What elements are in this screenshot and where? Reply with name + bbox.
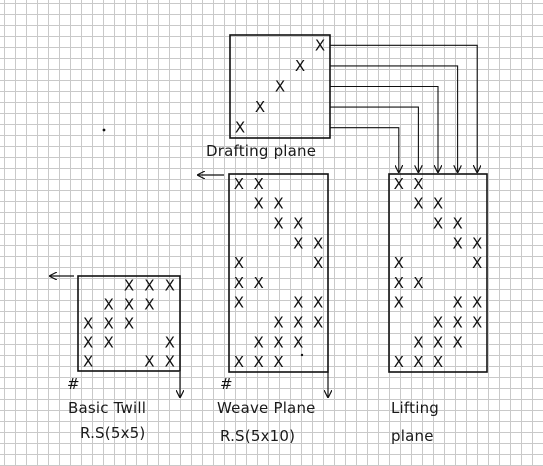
basic-twill-hash-mark: # (67, 375, 80, 393)
weave-plane-cross-mark: X (293, 215, 303, 233)
drafting-plane-label: Drafting plane (206, 142, 317, 160)
weave-plane-cross-mark: X (234, 274, 244, 292)
lifting-plane-cross-mark: X (452, 215, 462, 233)
basic-twill-cross-mark: X (165, 277, 175, 295)
basic-twill-cross-mark: X (103, 334, 113, 352)
drafting-to-lifting-connector (330, 44, 477, 172)
drafting-plane-cross-mark: X (235, 119, 245, 137)
weave-plane-label: Weave Plane (217, 399, 316, 417)
weave-plane-repeat-label: R.S(5x10) (220, 427, 296, 445)
weave-plane-frame (228, 173, 329, 373)
basic-twill-cross-mark: X (144, 353, 154, 371)
weave-plane-cross-mark: X (293, 333, 303, 351)
drafting-to-lifting-connector (330, 106, 418, 172)
basic-twill-cross-mark: X (83, 334, 93, 352)
stray-dot (300, 353, 304, 357)
basic-twill-label: Basic Twill (68, 399, 147, 417)
lifting-plane-cross-mark: X (413, 333, 423, 351)
weave-plane-cross-mark: X (234, 294, 244, 312)
weave-plane-cross-mark: X (293, 234, 303, 252)
basic-twill-repeat-label: R.S(5x5) (80, 424, 146, 442)
basic-twill-cross-mark: X (103, 296, 113, 314)
basic-twill-cross-mark: X (124, 296, 134, 314)
weave-plane-cross-mark: X (293, 294, 303, 312)
drafting-plane-cross-mark: X (275, 78, 285, 96)
lifting-plane-cross-mark: X (394, 175, 404, 193)
lifting-plane-label-line1: Lifting (391, 399, 440, 417)
weave-plane-cross-mark: X (234, 175, 244, 193)
lifting-plane-cross-mark: X (394, 274, 404, 292)
weave-plane-cross-mark: X (273, 215, 283, 233)
basic-twill-frame (77, 275, 181, 372)
weave-plane-cross-mark: X (313, 234, 323, 252)
lifting-plane-frame (388, 173, 488, 373)
weave-plane-cross-mark: X (254, 353, 264, 371)
basic-twill-cross-mark: X (165, 334, 175, 352)
lifting-plane-cross-mark: X (472, 294, 482, 312)
lifting-plane-cross-mark: X (452, 294, 462, 312)
lifting-plane-label-line2: plane (391, 427, 434, 445)
basic-twill-cross-mark: X (103, 315, 113, 333)
weave-plane-cross-mark: X (273, 333, 283, 351)
drafting-plane-cross-mark: X (295, 57, 305, 75)
lifting-plane-cross-mark: X (433, 333, 443, 351)
drafting-to-lifting-connector (330, 65, 458, 172)
lifting-plane-cross-mark: X (452, 333, 462, 351)
lifting-plane-cross-mark: X (413, 353, 423, 371)
drafting-plane-cross-mark: X (255, 98, 265, 116)
lifting-plane-cross-mark: X (433, 314, 443, 332)
weave-plane-cross-mark: X (254, 274, 264, 292)
weave-plane-cross-mark: X (313, 254, 323, 272)
weave-plane-cross-mark: X (254, 333, 264, 351)
weave-plane-cross-mark: X (273, 314, 283, 332)
basic-twill-cross-mark: X (144, 277, 154, 295)
lifting-plane-cross-mark: X (433, 195, 443, 213)
drafting-to-lifting-connector (330, 85, 438, 173)
lifting-plane-cross-mark: X (452, 314, 462, 332)
weave-plane-hash-mark: # (220, 375, 233, 393)
weave-plane-cross-mark: X (254, 195, 264, 213)
weave-plane-cross-mark: X (254, 175, 264, 193)
lifting-plane-cross-mark: X (433, 215, 443, 233)
weave-plane-cross-mark: X (234, 353, 244, 371)
lifting-plane-cross-mark: X (394, 254, 404, 272)
stray-dot (102, 128, 106, 132)
drafting-to-lifting-connector (330, 127, 399, 172)
basic-twill-cross-mark: X (83, 353, 93, 371)
weave-plane-cross-mark: X (273, 195, 283, 213)
lifting-plane-cross-mark: X (394, 353, 404, 371)
lifting-plane-cross-mark: X (413, 195, 423, 213)
weave-plane-cross-mark: X (293, 314, 303, 332)
lifting-plane-cross-mark: X (413, 175, 423, 193)
lifting-plane-cross-mark: X (472, 234, 482, 252)
lifting-plane-cross-mark: X (413, 274, 423, 292)
drafting-plane-cross-mark: X (315, 36, 325, 54)
lifting-plane-cross-mark: X (433, 353, 443, 371)
weave-plane-cross-mark: X (313, 314, 323, 332)
weave-plane-cross-mark: X (273, 353, 283, 371)
weave-plane-cross-mark: X (234, 254, 244, 272)
lifting-plane-cross-mark: X (472, 314, 482, 332)
weave-plane-cross-mark: X (313, 294, 323, 312)
lifting-plane-cross-mark: X (472, 254, 482, 272)
basic-twill-cross-mark: X (124, 277, 134, 295)
basic-twill-cross-mark: X (124, 315, 134, 333)
basic-twill-cross-mark: X (144, 296, 154, 314)
lifting-plane-cross-mark: X (394, 294, 404, 312)
basic-twill-cross-mark: X (165, 353, 175, 371)
basic-twill-cross-mark: X (83, 315, 93, 333)
lifting-plane-cross-mark: X (452, 234, 462, 252)
